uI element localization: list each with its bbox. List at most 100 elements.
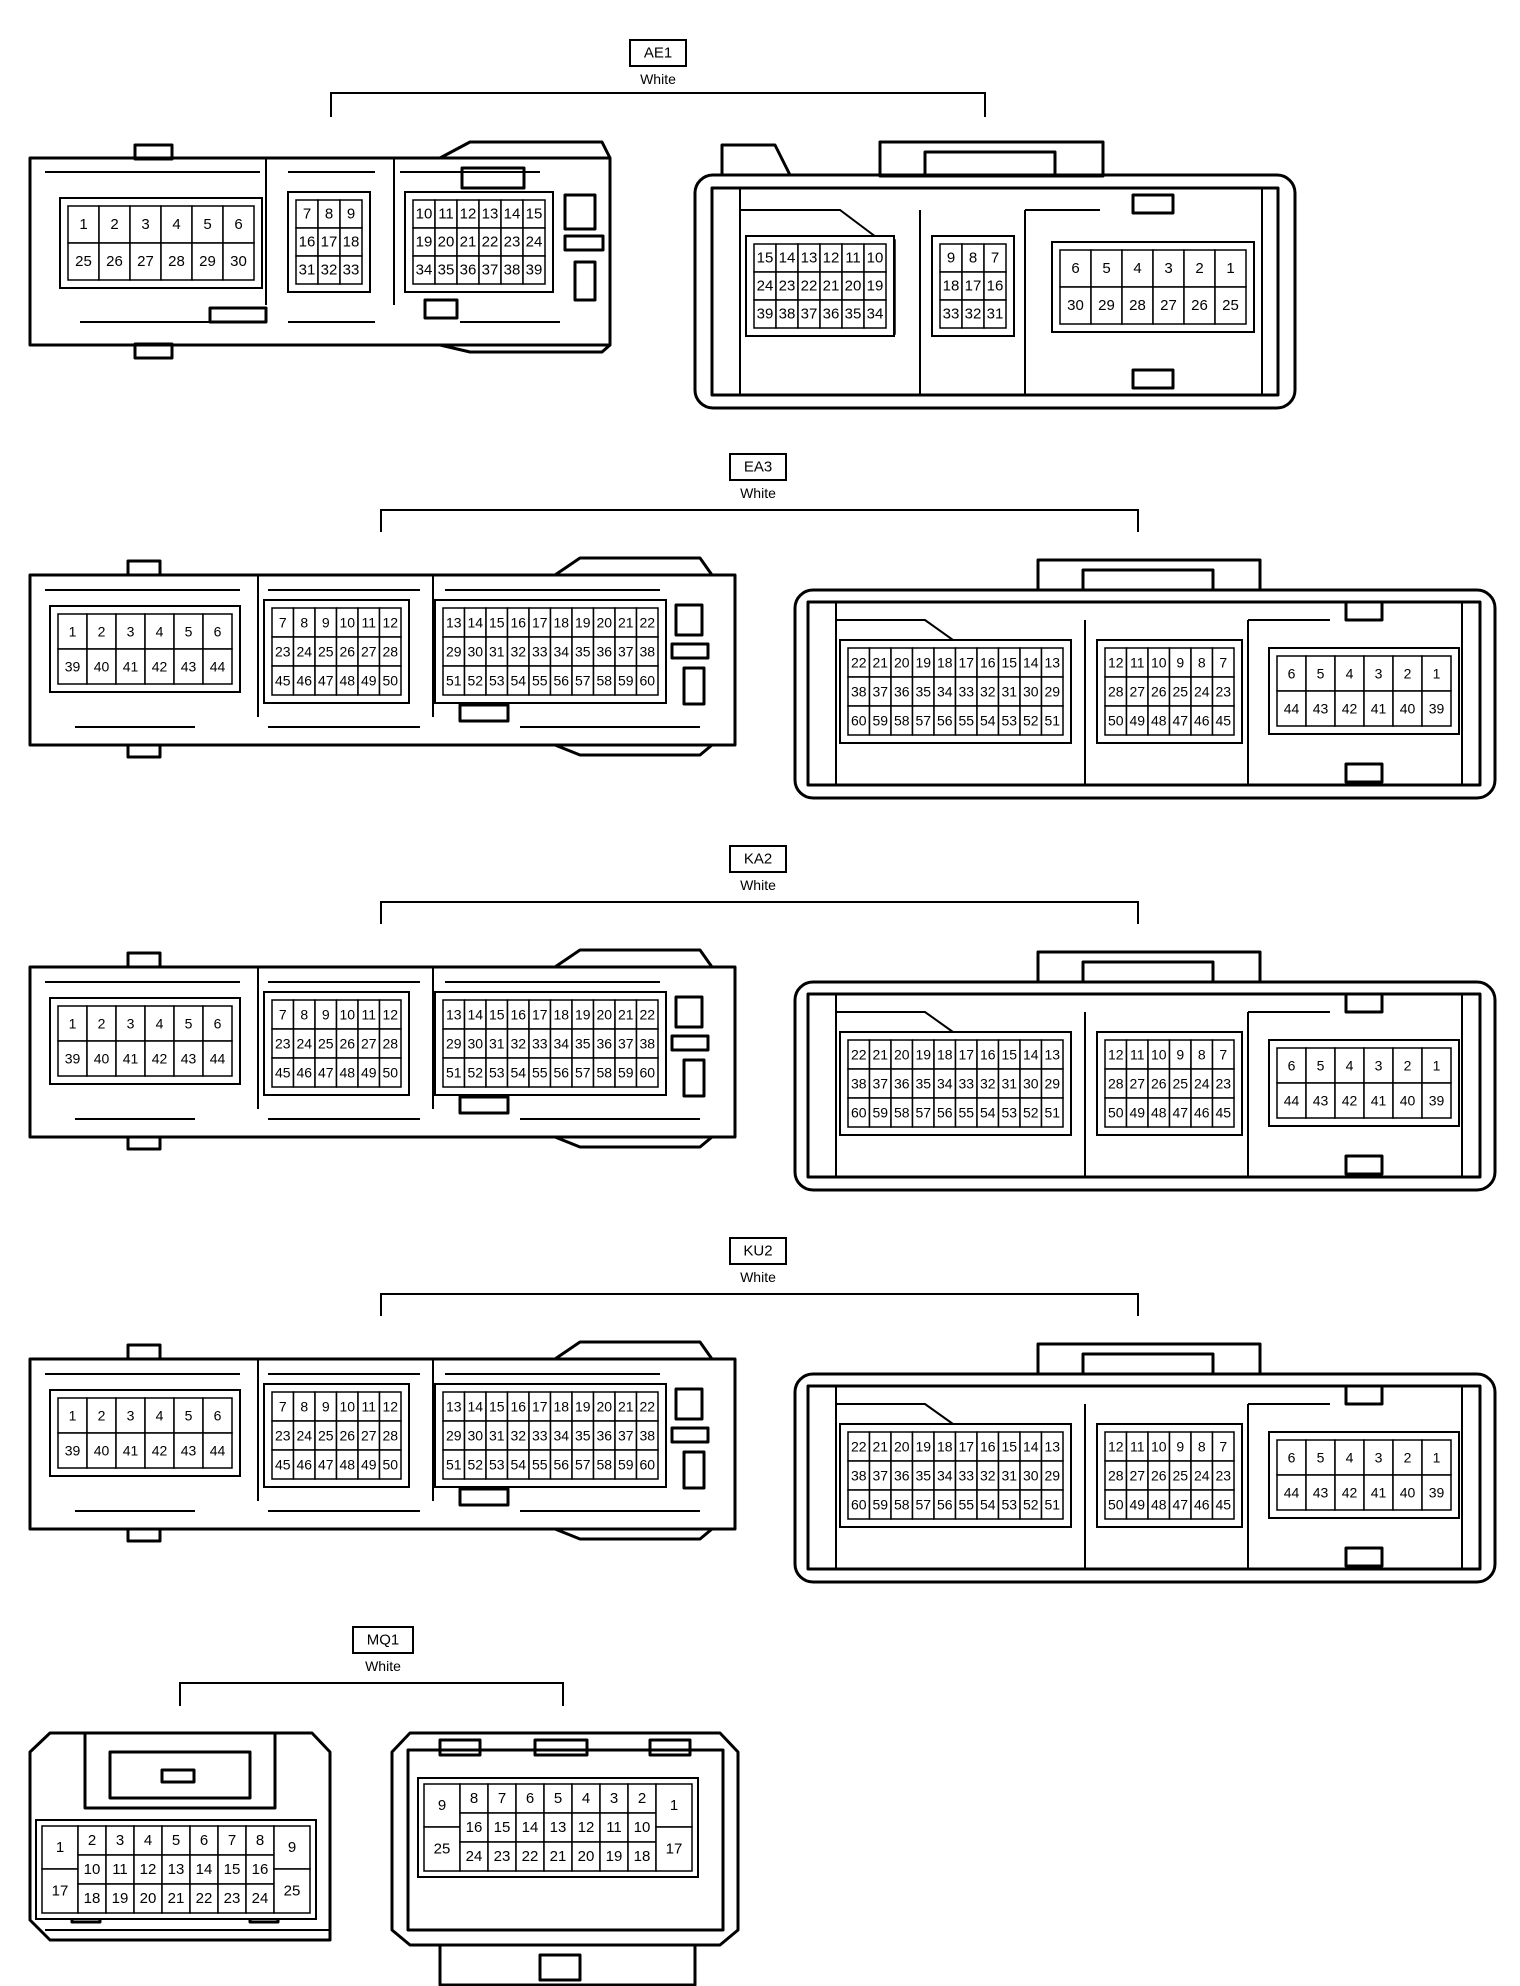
pin-number: 50 (1108, 713, 1124, 729)
pin-cell: 47 (1168, 1489, 1192, 1520)
pin-number: 8 (470, 1790, 478, 1807)
pin-number: 30 (467, 644, 483, 660)
pin-cell: 8 (459, 1783, 489, 1814)
pin-number: 6 (214, 1408, 222, 1424)
pin-cell: 43 (173, 1432, 204, 1469)
pin-cell: 49 (357, 665, 381, 696)
pin-cell: 1 (41, 1825, 79, 1870)
pin-cell: 14 (500, 199, 524, 229)
pin-cell: 12 (456, 199, 480, 229)
pin-number: 47 (1172, 713, 1188, 729)
pin-number: 12 (1108, 655, 1124, 671)
pin-number: 45 (1215, 713, 1231, 729)
pin-number: 37 (618, 1036, 634, 1052)
pin-number: 50 (1108, 1105, 1124, 1121)
pin-number: 5 (554, 1790, 562, 1807)
connector-id-label: KU2 (743, 1243, 772, 1260)
pin-cell: 12 (378, 1391, 402, 1422)
pin-number: 47 (318, 1065, 334, 1081)
pin-number: 50 (382, 1457, 398, 1473)
pin-number: 2 (1404, 1058, 1412, 1074)
connector-color-label: White (740, 485, 776, 501)
pin-cell: 15 (485, 999, 509, 1030)
pin-number: 21 (550, 1848, 567, 1865)
pin-number: 35 (915, 1468, 931, 1484)
pin-cell: 52 (1019, 1097, 1043, 1128)
pin-cell: 25 (314, 1028, 338, 1059)
pin-number: 19 (915, 1439, 931, 1455)
pin-number: 25 (1172, 1076, 1188, 1092)
pin-cell: 25 (314, 1420, 338, 1451)
pin-number: 3 (610, 1790, 618, 1807)
pin-number: 6 (1288, 666, 1296, 682)
pin-cell: 10 (863, 243, 887, 273)
pin-cell: 6 (1276, 1439, 1307, 1476)
pin-cell: 46 (1190, 705, 1214, 736)
connector-id-label: AE1 (644, 45, 672, 62)
pin-cell: 24 (522, 227, 546, 257)
pin-cell: 34 (933, 1460, 957, 1491)
pin-number: 53 (1001, 1105, 1017, 1121)
pin-number: 14 (467, 615, 483, 631)
pin-cell: 4 (1121, 249, 1154, 288)
pin-number: 9 (322, 615, 330, 631)
pin-cell: 28 (1104, 1068, 1128, 1099)
pin-number: 42 (1342, 1093, 1358, 1109)
pin-cell: 1 (1421, 1439, 1452, 1476)
pin-number: 57 (915, 1497, 931, 1513)
pin-number: 9 (1176, 655, 1184, 671)
pin-cell: 38 (635, 1028, 659, 1059)
pin-cell: 15 (485, 1391, 509, 1422)
pin-cell: 1 (57, 1397, 88, 1434)
pin-number: 38 (779, 306, 796, 323)
pin-cell: 44 (1276, 1082, 1307, 1119)
pin-number: 25 (75, 253, 92, 270)
pin-number: 18 (84, 1890, 101, 1907)
pin-cell: 38 (635, 1420, 659, 1451)
female-connector-housing (793, 558, 1497, 800)
pin-cell: 19 (911, 647, 935, 678)
pin-number: 39 (65, 659, 81, 675)
pin-cell: 24 (753, 271, 777, 301)
pin-cell: 42 (144, 1040, 175, 1077)
pin-cell: 14 (463, 607, 487, 638)
pin-number: 32 (321, 262, 338, 279)
pin-cell: 10 (1147, 1431, 1171, 1462)
pin-cell: 3 (1363, 1439, 1394, 1476)
pin-number: 22 (851, 1439, 867, 1455)
pin-number: 19 (575, 1399, 591, 1415)
pin-cell: 58 (592, 665, 616, 696)
pin-number: 55 (958, 713, 974, 729)
pin-number: 31 (299, 262, 316, 279)
pin-cell: 23 (775, 271, 799, 301)
pin-number: 6 (234, 216, 242, 233)
pin-cell: 8 (292, 1391, 316, 1422)
pin-cell: 20 (133, 1883, 163, 1914)
pin-number: 39 (1429, 701, 1445, 717)
pin-cell: 17 (528, 1391, 552, 1422)
pin-number: 14 (504, 206, 521, 223)
pin-cell: 20 (890, 1431, 914, 1462)
pin-number: 46 (296, 673, 312, 689)
pin-cell: 37 (868, 676, 892, 707)
pin-cell: 30 (463, 1420, 487, 1451)
pin-cell: 47 (314, 1449, 338, 1480)
pin-cell: 36 (890, 1460, 914, 1491)
pin-number: 40 (1400, 1485, 1416, 1501)
pin-number: 11 (361, 1007, 376, 1023)
pin-cell: 35 (911, 676, 935, 707)
pin-number: 37 (482, 262, 499, 279)
pin-cell: 15 (997, 647, 1021, 678)
pin-number: 32 (510, 644, 526, 660)
pin-number: 20 (140, 1890, 157, 1907)
pin-number: 51 (446, 673, 462, 689)
pin-cell: 2 (1392, 1047, 1423, 1084)
pin-number: 35 (915, 1076, 931, 1092)
pin-cell: 2 (86, 1005, 117, 1042)
pin-cell: 12 (1104, 1039, 1128, 1070)
pin-number: 5 (185, 1408, 193, 1424)
pin-cell: 57 (911, 1489, 935, 1520)
pin-number: 8 (300, 1399, 308, 1415)
